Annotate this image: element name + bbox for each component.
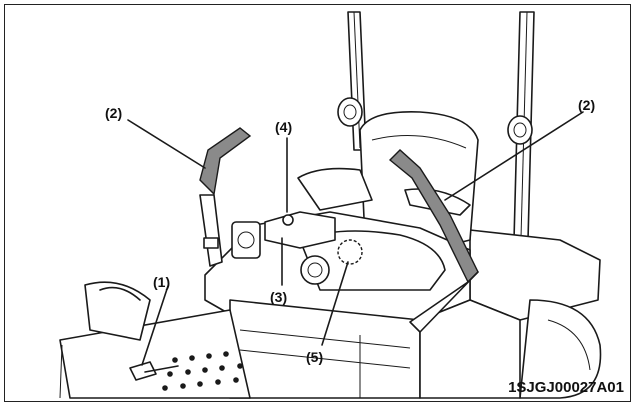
parking-brake-pedal xyxy=(129,361,179,381)
right-motion-lever xyxy=(388,149,479,333)
figure-id: 1SJGJ00027A01 xyxy=(508,379,624,396)
rear-body xyxy=(469,229,602,399)
hidden-part-marker xyxy=(337,239,363,265)
foot-platform xyxy=(59,281,251,399)
callout-2-right: (2) xyxy=(578,97,595,113)
work-light-left xyxy=(337,97,363,127)
callout-4: (4) xyxy=(275,119,292,135)
callout-3: (3) xyxy=(270,289,287,305)
work-light-right xyxy=(507,115,533,145)
chassis xyxy=(204,211,521,399)
left-motion-lever xyxy=(199,127,252,267)
callout-2-left: (2) xyxy=(105,105,122,121)
callout-5: (5) xyxy=(306,349,323,365)
leader-lines xyxy=(127,111,584,366)
callout-1: (1) xyxy=(153,274,170,290)
platform-holes xyxy=(162,351,243,391)
